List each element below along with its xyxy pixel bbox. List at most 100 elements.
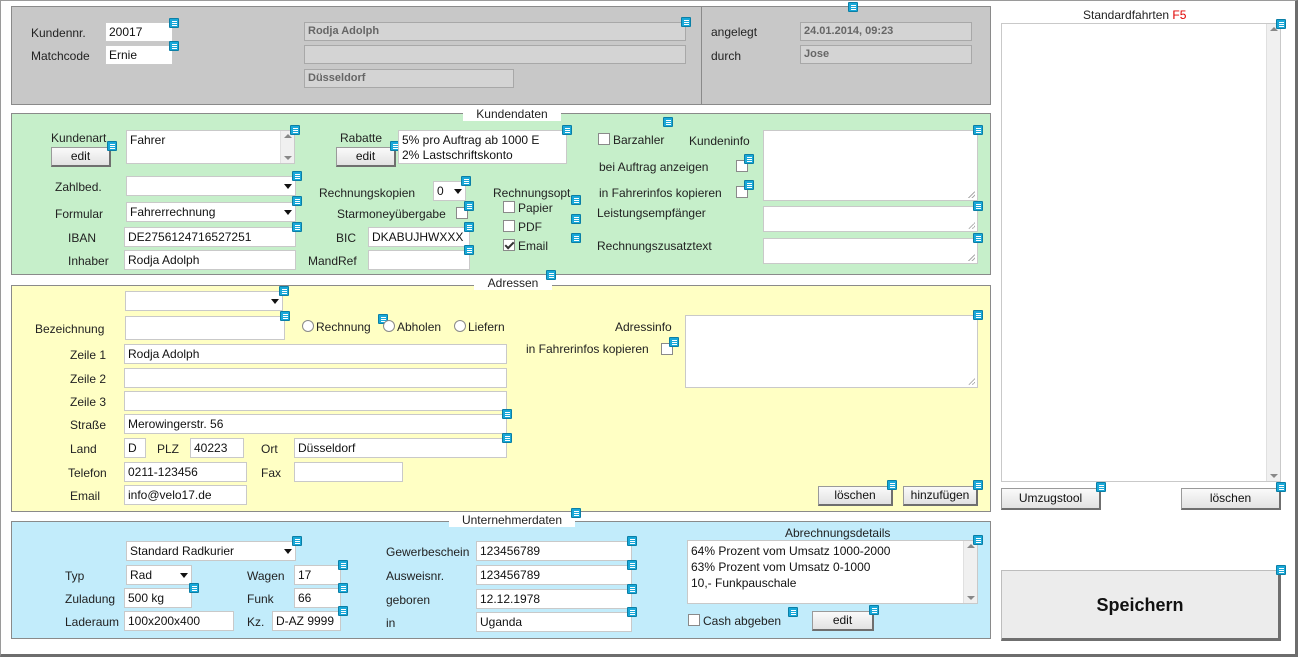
standardfahrten-list[interactable] — [1001, 23, 1281, 482]
geboren-field[interactable]: 12.12.1978 — [476, 589, 632, 609]
info-note-icon[interactable] — [848, 2, 858, 12]
info-note-icon[interactable] — [1096, 482, 1106, 492]
inhaber-field[interactable]: Rodja Adolph — [124, 250, 296, 270]
info-note-icon[interactable] — [627, 560, 637, 570]
address-select[interactable] — [125, 291, 283, 311]
rabatte-item[interactable]: 5% pro Auftrag ab 1000 E — [402, 133, 540, 147]
papier-checkbox[interactable] — [503, 201, 515, 213]
info-note-icon[interactable] — [464, 245, 474, 255]
email-checkbox[interactable] — [503, 239, 515, 251]
info-note-icon[interactable] — [744, 154, 754, 164]
info-note-icon[interactable] — [627, 536, 637, 546]
zeile1-field[interactable]: Rodja Adolph — [124, 344, 507, 364]
standardfahrten-scrollbar[interactable] — [1266, 24, 1280, 481]
info-note-icon[interactable] — [546, 270, 556, 280]
kundenart-edit-button[interactable]: edit — [51, 147, 111, 167]
kz-field[interactable]: D-AZ 9999 — [272, 611, 341, 631]
ausweisnr-field[interactable]: 123456789 — [476, 565, 632, 585]
leistungsempfaenger-textarea[interactable] — [763, 206, 978, 232]
info-note-icon[interactable] — [189, 583, 199, 593]
info-note-icon[interactable] — [973, 535, 983, 545]
radio-rechnung[interactable] — [302, 320, 314, 332]
info-note-icon[interactable] — [290, 125, 300, 135]
zahlbed-select[interactable] — [126, 176, 296, 196]
info-note-icon[interactable] — [973, 310, 983, 320]
zeile3-field[interactable] — [124, 391, 507, 411]
info-note-icon[interactable] — [973, 480, 983, 490]
email-field[interactable]: info@velo17.de — [124, 485, 247, 505]
info-note-icon[interactable] — [571, 508, 581, 518]
in-field[interactable]: Uganda — [476, 612, 632, 632]
mandref-field[interactable] — [368, 250, 470, 270]
info-note-icon[interactable] — [973, 233, 983, 243]
kundennr-field[interactable]: 20017 — [105, 22, 173, 42]
info-note-icon[interactable] — [292, 222, 302, 232]
info-note-icon[interactable] — [1276, 19, 1286, 29]
radio-abholen[interactable] — [383, 320, 395, 332]
info-note-icon[interactable] — [338, 583, 348, 593]
info-note-icon[interactable] — [461, 176, 471, 186]
rabatte-item[interactable]: 2% Lastschriftskonto — [402, 148, 513, 162]
info-note-icon[interactable] — [869, 605, 879, 615]
info-note-icon[interactable] — [669, 337, 679, 347]
typ-select[interactable]: Rad — [126, 565, 192, 585]
bezeichnung-field[interactable] — [125, 316, 285, 340]
info-note-icon[interactable] — [887, 480, 897, 490]
info-note-icon[interactable] — [627, 584, 637, 594]
info-note-icon[interactable] — [292, 171, 302, 181]
radio-liefern[interactable] — [454, 320, 466, 332]
info-note-icon[interactable] — [744, 180, 754, 190]
kundeninfo-textarea[interactable] — [763, 130, 978, 201]
info-note-icon[interactable] — [464, 201, 474, 211]
laderaum-field[interactable]: 100x200x400 — [124, 611, 234, 631]
zuladung-field[interactable]: 500 kg — [124, 588, 192, 608]
info-note-icon[interactable] — [973, 201, 983, 211]
plz-field[interactable]: 40223 — [190, 438, 244, 458]
cash-abgeben-checkbox[interactable] — [688, 614, 700, 626]
info-note-icon[interactable] — [681, 17, 691, 27]
formular-select[interactable]: Fahrerrechnung — [126, 202, 296, 222]
kundenart-value[interactable]: Fahrer — [130, 133, 166, 147]
wagen-field[interactable]: 17 — [294, 565, 341, 585]
fax-field[interactable] — [294, 462, 403, 482]
umzugstool-button[interactable]: Umzugstool — [1001, 488, 1101, 510]
abrechnung-edit-button[interactable]: edit — [812, 611, 874, 631]
info-note-icon[interactable] — [788, 607, 798, 617]
strasse-field[interactable]: Merowingerstr. 56 — [124, 414, 507, 434]
abrechnungsdetails-item[interactable]: 64% Prozent vom Umsatz 1000-2000 — [691, 544, 891, 558]
info-note-icon[interactable] — [973, 125, 983, 135]
info-note-icon[interactable] — [338, 606, 348, 616]
speichern-button[interactable]: Speichern — [1001, 570, 1281, 641]
standardfahrten-loeschen-button[interactable]: löschen — [1181, 488, 1281, 510]
rechnungskopien-select[interactable]: 0 — [433, 181, 466, 201]
kundenart-list[interactable]: Fahrer — [126, 130, 295, 164]
info-note-icon[interactable] — [571, 233, 581, 243]
kundenart-scrollbar[interactable] — [280, 131, 294, 163]
info-note-icon[interactable] — [169, 18, 179, 28]
info-note-icon[interactable] — [292, 536, 302, 546]
info-note-icon[interactable] — [571, 195, 581, 205]
abrechnungsdetails-scrollbar[interactable] — [963, 541, 977, 603]
info-note-icon[interactable] — [169, 41, 179, 51]
info-note-icon[interactable] — [1276, 482, 1286, 492]
info-note-icon[interactable] — [562, 125, 572, 135]
info-note-icon[interactable] — [292, 196, 302, 206]
info-note-icon[interactable] — [571, 214, 581, 224]
radkurier-select[interactable]: Standard Radkurier — [126, 541, 296, 561]
info-note-icon[interactable] — [627, 607, 637, 617]
gewerbeschein-field[interactable]: 123456789 — [476, 541, 632, 561]
rechnungszusatz-textarea[interactable] — [763, 238, 978, 264]
info-note-icon[interactable] — [464, 222, 474, 232]
pdf-checkbox[interactable] — [503, 220, 515, 232]
adressinfo-textarea[interactable] — [685, 315, 978, 388]
zeile2-field[interactable] — [124, 368, 507, 388]
info-note-icon[interactable] — [663, 117, 673, 127]
adresse-hinzufuegen-button[interactable]: hinzufügen — [903, 486, 978, 506]
iban-field[interactable]: DE2756124716527251 — [124, 227, 296, 247]
info-note-icon[interactable] — [279, 286, 289, 296]
matchcode-field[interactable]: Ernie — [105, 45, 173, 65]
info-note-icon[interactable] — [1276, 565, 1286, 575]
rabatte-edit-button[interactable]: edit — [336, 147, 396, 167]
